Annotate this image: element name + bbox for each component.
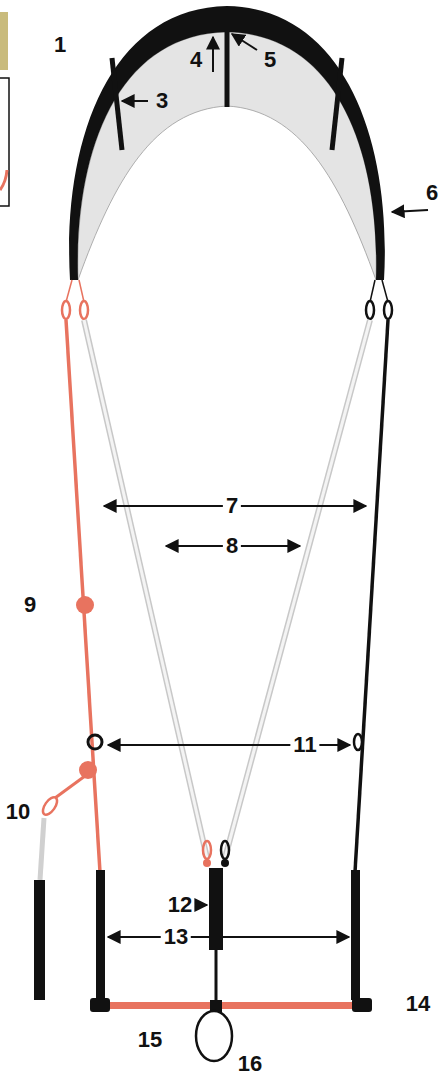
callout-number: 14 <box>403 992 433 1016</box>
callout-number: 4 <box>187 48 205 72</box>
red-steering-line <box>66 320 100 872</box>
cropped-panel <box>0 12 8 70</box>
front-lines <box>84 320 370 867</box>
line-sleeve <box>96 870 105 1000</box>
callout-number: 16 <box>235 1052 265 1076</box>
callout-number: 3 <box>153 89 171 113</box>
control-bar <box>95 1002 367 1009</box>
black-steering-line <box>355 320 388 872</box>
callout-number: 5 <box>261 48 279 72</box>
callout-number: 6 <box>423 181 441 205</box>
ring <box>354 734 362 750</box>
leading-edge <box>69 6 385 280</box>
callout-number: 8 <box>223 534 241 558</box>
callout-number: 15 <box>135 1028 165 1052</box>
bar-end <box>90 998 110 1012</box>
safety-leash <box>34 761 97 1000</box>
chicken-loop <box>196 1011 232 1061</box>
leader-arrows <box>104 34 428 937</box>
callout-number: 12 <box>165 893 195 917</box>
line-sleeve <box>351 870 360 1000</box>
bridle <box>62 280 392 319</box>
cropped-inset-line <box>0 170 7 190</box>
callout-number: 10 <box>3 800 33 824</box>
center-strut <box>225 30 230 107</box>
callout-number: 7 <box>223 494 241 518</box>
callout-number: 13 <box>161 925 191 949</box>
strut <box>112 58 122 150</box>
callout-number: 11 <box>290 733 319 757</box>
strut <box>332 58 342 150</box>
callout-number: 1 <box>51 33 69 57</box>
bar-end <box>352 998 372 1012</box>
ring <box>88 735 102 749</box>
cropped-inset <box>0 78 9 206</box>
callout-number: 9 <box>21 593 39 617</box>
stopper-ball <box>76 596 94 614</box>
